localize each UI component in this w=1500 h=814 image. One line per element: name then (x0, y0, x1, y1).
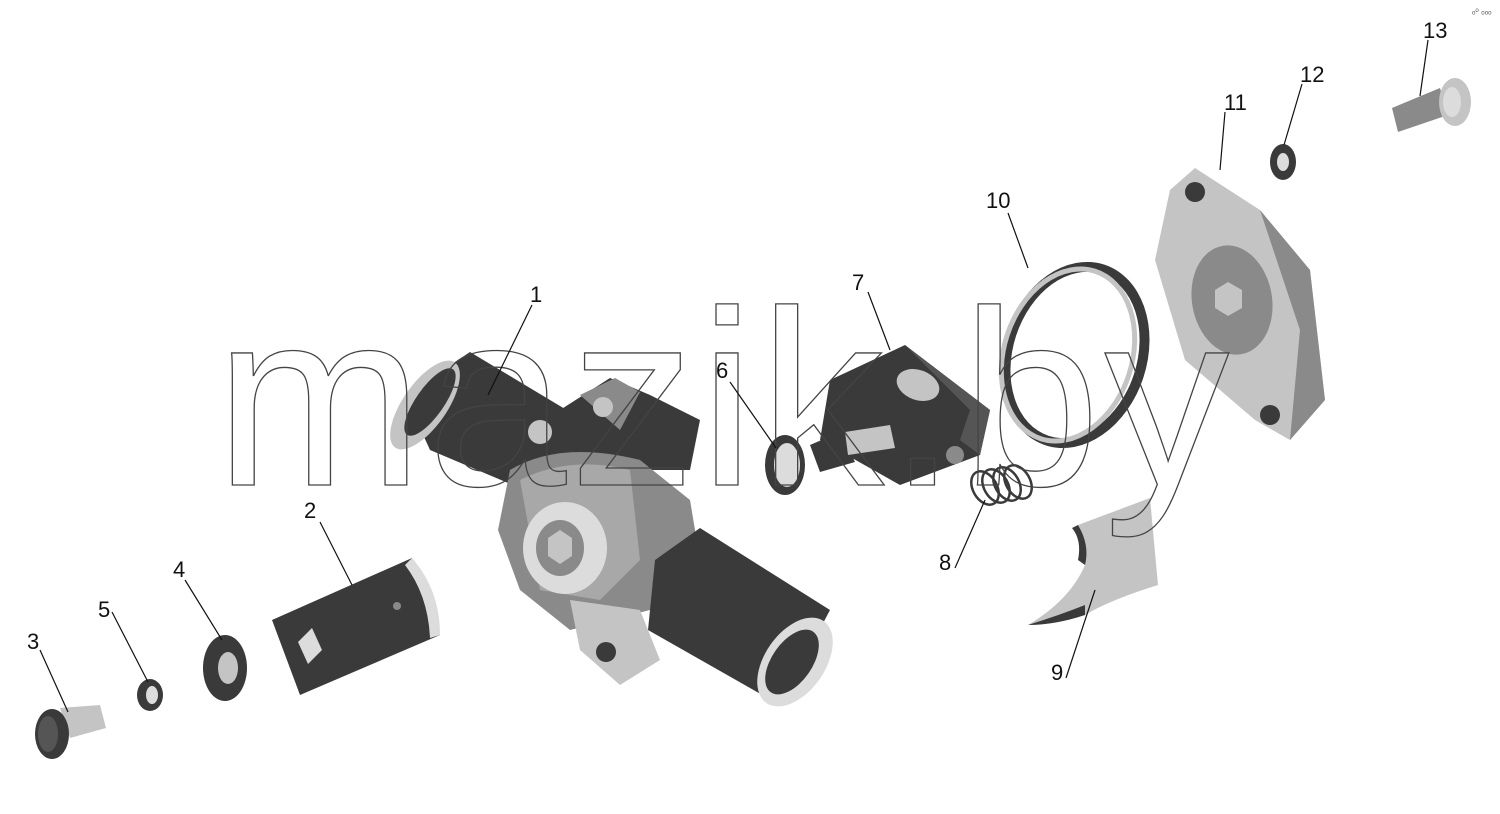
part-12-nut (1270, 144, 1296, 180)
part-2-sleeve (272, 558, 440, 695)
part-9-gasket (1028, 498, 1158, 625)
callout-8: 8 (939, 550, 951, 575)
watermark: mazik.by (215, 259, 1233, 538)
callout-4: 4 (173, 557, 185, 582)
part-10-ring-seal (998, 261, 1150, 449)
leader-lines (39, 39, 1429, 713)
callout-labels: 1 2 3 4 5 6 7 8 9 10 11 12 13 (27, 18, 1447, 685)
callout-7: 7 (852, 270, 864, 295)
part-4-washer (203, 635, 247, 701)
corner-mark: ₒᵒ ₒₒₒ (1472, 6, 1492, 16)
part-7-valve-body (810, 345, 990, 485)
callout-12: 12 (1300, 62, 1324, 87)
callout-13: 13 (1423, 18, 1447, 43)
part-6-o-ring (765, 435, 805, 495)
part-13-bolt (1392, 78, 1471, 132)
callout-6: 6 (716, 358, 728, 383)
callout-2: 2 (304, 498, 316, 523)
part-1-housing (390, 352, 833, 707)
part-8-spring (970, 464, 1033, 506)
callout-9: 9 (1051, 660, 1063, 685)
callout-3: 3 (27, 629, 39, 654)
part-5-nut (137, 679, 163, 711)
callout-11: 11 (1224, 90, 1247, 115)
callout-10: 10 (986, 188, 1010, 213)
callout-5: 5 (98, 597, 110, 622)
callout-1: 1 (530, 282, 542, 307)
part-3-bolt (35, 705, 106, 759)
part-11-cover (1155, 168, 1325, 440)
